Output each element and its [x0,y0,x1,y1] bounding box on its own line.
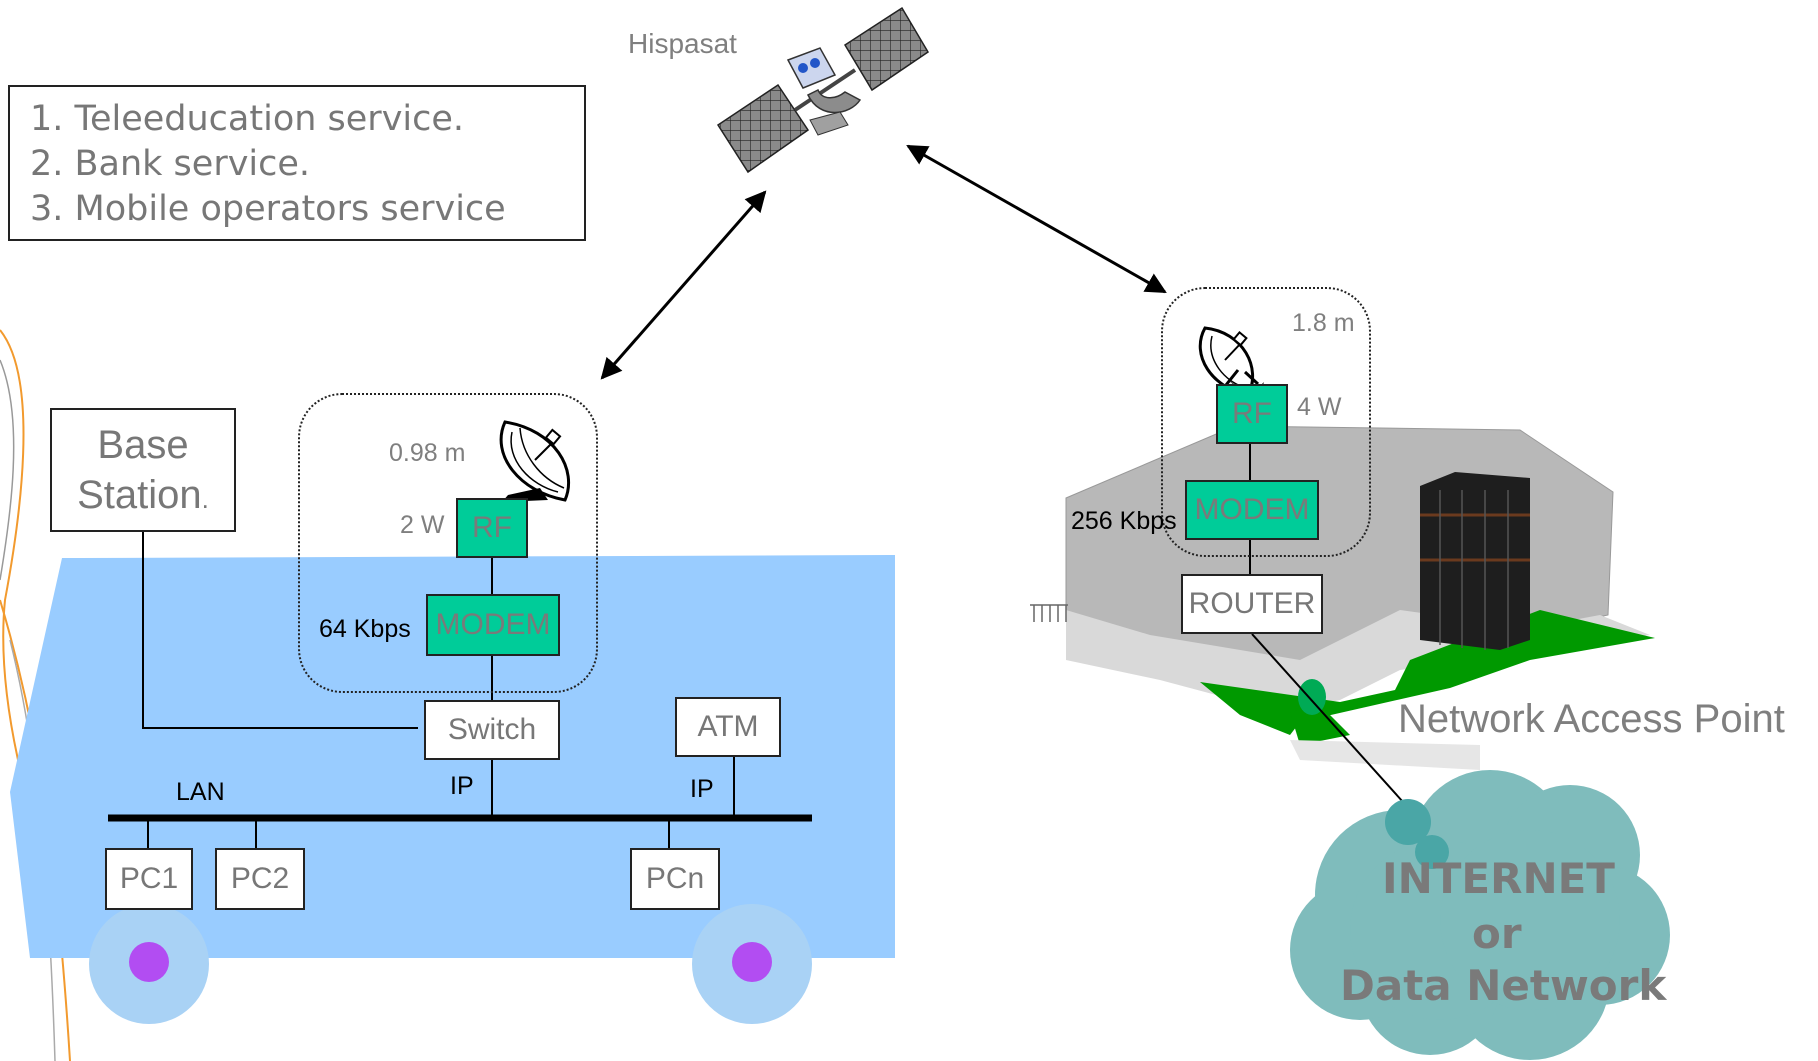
pcn-box: PCn [630,848,720,910]
lan-label: LAN [176,778,225,806]
hub-rf-unit: RF [1216,384,1288,444]
router-to-cloud-link [1251,633,1413,813]
atm-ip-label: IP [690,775,714,803]
remote-modem: MODEM [426,594,560,656]
cloud-line2: or [1472,909,1522,958]
remote-terminal-group [298,393,598,693]
service-item-2: 2. Bank service. [30,144,311,184]
base-station-trail: . [201,484,209,514]
base-station-line2: Station [77,473,202,517]
services-box: 1. Teleeducation service. 2. Bank servic… [8,85,586,241]
cloud-line3: Data Network [1340,961,1667,1010]
remote-wiring [142,532,735,848]
remote-rf-power: 2 W [400,511,445,539]
base-station-line1: Base [97,423,189,467]
pc2-box: PC2 [215,848,305,910]
satellite-label: Hispasat [628,28,737,59]
network-access-point-caption: Network Access Point [1398,697,1785,741]
solar-panel-left [716,83,810,174]
atm-box: ATM [675,697,781,757]
switch-box: Switch [424,700,560,760]
hub-rate: 256 Kbps [1071,507,1177,535]
uplink-hub [906,144,1167,294]
switch-ip-label: IP [450,772,474,800]
hub-antenna-size: 1.8 m [1292,309,1355,337]
remote-rf-unit: RF [456,498,528,558]
remote-antenna-size: 0.98 m [389,439,466,467]
hub-rf-power: 4 W [1297,393,1342,421]
solar-panel-right [843,6,930,92]
hub-modem: MODEM [1185,480,1319,540]
service-item-1: 1. Teleeducation service. [30,99,465,139]
satellite-body [786,47,837,89]
hub-terminal-group [1161,287,1371,557]
front-wheel-hub [129,942,169,982]
cloud-line1: INTERNET [1382,854,1615,903]
pc1-box: PC1 [105,848,193,910]
uplink-remote [600,190,767,380]
rear-wheel-hub [732,942,772,982]
satellite [716,6,930,174]
remote-rate: 64 Kbps [319,615,411,643]
base-station-box: Base Station. [50,408,236,532]
router-box: ROUTER [1181,574,1323,634]
service-item-3: 3. Mobile operators service [30,189,506,229]
network-cloud-icon [1290,770,1670,1060]
